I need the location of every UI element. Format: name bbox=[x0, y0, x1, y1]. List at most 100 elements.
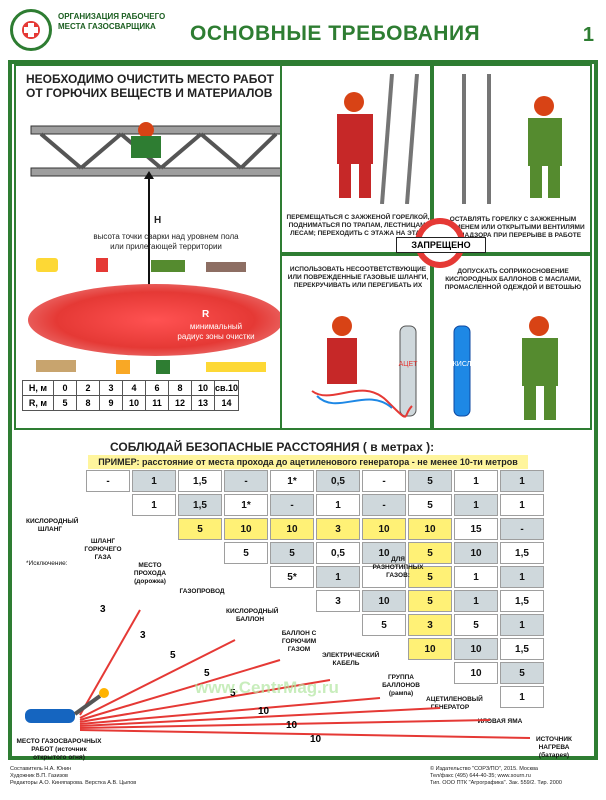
forbidden-text-1: ПЕРЕМЕЩАТЬСЯ С ЗАЖЖЕНОЙ ГОРЕЛКОЙ, ПОДНИМ… bbox=[286, 214, 430, 237]
distance-cell: 1 bbox=[500, 470, 544, 492]
distance-cell: 1 bbox=[500, 686, 544, 708]
table-cell: 10 bbox=[122, 395, 146, 411]
distance-cell: 1,5 bbox=[178, 470, 222, 492]
h-label: Н bbox=[154, 215, 162, 226]
distance-cell: 10 bbox=[454, 662, 498, 684]
table-cell: 14 bbox=[213, 395, 240, 411]
arrow-value: 5 bbox=[204, 668, 210, 679]
distance-cell: 15 bbox=[454, 518, 498, 540]
page-title: ОСНОВНЫЕ ТРЕБОВАНИЯ bbox=[190, 22, 481, 45]
distance-cell: 1,5 bbox=[500, 590, 544, 612]
torch-icon bbox=[25, 688, 109, 723]
table-cell: 11 bbox=[145, 395, 169, 411]
distance-cell: - bbox=[500, 518, 544, 540]
panel-ladder: ПЕРЕМЕЩАТЬСЯ С ЗАЖЖЕНОЙ ГОРЕЛКОЙ, ПОДНИМ… bbox=[280, 64, 432, 254]
distance-cell: 10 bbox=[408, 518, 452, 540]
distance-arrows bbox=[79, 609, 531, 739]
label-silt-pit: ИЛОВАЯ ЯМА bbox=[477, 718, 523, 725]
table-cell: 3 bbox=[99, 380, 123, 396]
table-cell: 8 bbox=[76, 395, 100, 411]
watermark: www.CentrMag.ru bbox=[195, 678, 339, 697]
label-cable: ЭЛЕКТРИЧЕСКИЙ КАБЕЛЬ bbox=[322, 652, 380, 667]
arrow-value: 5 bbox=[170, 650, 176, 661]
distance-cell: 10 bbox=[362, 542, 406, 564]
table-cell: 2 bbox=[76, 380, 100, 396]
distance-cell: 10 bbox=[408, 638, 452, 660]
label-exception: *Исключение: bbox=[26, 560, 68, 567]
table-cell: св.10 bbox=[213, 380, 240, 396]
distance-cell: 1 bbox=[500, 494, 544, 516]
tangled-hoses-illustration: АЦЕТ bbox=[311, 316, 418, 418]
distance-cell: 1* bbox=[224, 494, 268, 516]
distance-cell: 5 bbox=[408, 590, 452, 612]
materials-row bbox=[36, 360, 276, 374]
r-row-label: R, м bbox=[22, 395, 54, 411]
distance-cell: 1 bbox=[132, 494, 176, 516]
table-cell: 13 bbox=[191, 395, 215, 411]
table-cell: 4 bbox=[122, 380, 146, 396]
label-passage: МЕСТО ПРОХОДА (дорожка) bbox=[133, 562, 167, 585]
distance-cell: 1 bbox=[454, 494, 498, 516]
distance-cell: 3 bbox=[408, 614, 452, 636]
org-label: ОРГАНИЗАЦИЯ РАБОЧЕГО МЕСТА ГАЗОСВАРЩИКА bbox=[58, 12, 166, 31]
forbidden-text-3: ИСПОЛЬЗОВАТЬ НЕСООТВЕТСТВУЮЩИЕ ИЛИ ПОВРЕ… bbox=[287, 266, 429, 289]
table-cell: 9 bbox=[99, 395, 123, 411]
distance-cell: 10 bbox=[270, 518, 314, 540]
distance-cell bbox=[362, 566, 406, 588]
panel-hoses: ИСПОЛЬЗОВАТЬ НЕСООТВЕТСТВУЮЩИЕ ИЛИ ПОВРЕ… bbox=[280, 254, 432, 430]
distance-cell: 0,5 bbox=[316, 542, 360, 564]
panel-unattended: ОСТАВЛЯТЬ ГОРЕЛКУ С ЗАЖЖЕННЫМ ПЛАМЕНЕМ И… bbox=[432, 64, 592, 254]
distance-cell: 10 bbox=[224, 518, 268, 540]
distance-cell: 5 bbox=[408, 494, 452, 516]
table-cell: 12 bbox=[168, 395, 192, 411]
arrow-value: 10 bbox=[310, 734, 322, 745]
distance-cell: 5 bbox=[270, 542, 314, 564]
oily-worker-illustration: КИСЛ bbox=[453, 316, 558, 420]
label-heater: ИСТОЧНИК НАГРЕВА (батарея) bbox=[536, 736, 572, 759]
page-number: 1 bbox=[582, 24, 594, 46]
table-cell: 0 bbox=[53, 380, 77, 396]
panel-oil: ДОПУСКАТЬ СОПРИКОСНОВЕНИЕ КИСЛОРОДНЫХ БА… bbox=[432, 254, 592, 430]
arrow-value: 5 bbox=[230, 688, 236, 699]
distance-cell: 10 bbox=[454, 638, 498, 660]
distance-cell: 5 bbox=[454, 614, 498, 636]
distance-cell: 1 bbox=[454, 590, 498, 612]
table-cell: 10 bbox=[191, 380, 215, 396]
welder-leaving-illustration bbox=[462, 74, 562, 204]
distance-cell: 10 bbox=[362, 590, 406, 612]
distance-cell: 5 bbox=[224, 542, 268, 564]
distance-cell: - bbox=[362, 494, 406, 516]
label-cylinder-group: ГРУППА БАЛЛОНОВ (рампа) bbox=[382, 674, 420, 697]
logo-icon bbox=[10, 9, 52, 51]
table-cell: 8 bbox=[168, 380, 192, 396]
label-fuel-cylinder: БАЛЛОН С ГОРЮЧИМ ГАЗОМ bbox=[281, 630, 317, 653]
r-label: R bbox=[202, 309, 210, 320]
distance-cell: 5 bbox=[408, 542, 452, 564]
distance-cell: - bbox=[362, 470, 406, 492]
distance-cell: 1,5 bbox=[178, 494, 222, 516]
header: ОРГАНИЗАЦИЯ РАБОЧЕГО МЕСТА ГАЗОСВАРЩИКА bbox=[6, 6, 600, 54]
distance-cell: - bbox=[224, 470, 268, 492]
distance-cell: 1,5 bbox=[500, 542, 544, 564]
distance-cell: 5* bbox=[270, 566, 314, 588]
distance-cell: 5 bbox=[500, 662, 544, 684]
h-row-label: Н, м bbox=[22, 380, 54, 396]
panel-clean-heading: НЕОБХОДИМО ОЧИСТИТЬ МЕСТО РАБОТ ОТ ГОРЮЧ… bbox=[26, 72, 275, 100]
distance-cell: 1* bbox=[270, 470, 314, 492]
label-for-cylinders: ДЛЯ РАЗНОТИПНЫХ ГАЗОВ: bbox=[372, 556, 424, 579]
distance-cell: 5 bbox=[408, 470, 452, 492]
distance-cell: 1 bbox=[316, 494, 360, 516]
truss-illustration bbox=[30, 122, 282, 177]
distance-cell: 1 bbox=[316, 566, 360, 588]
label-oxygen-cylinder: КИСЛОРОДНЫЙ БАЛЛОН bbox=[226, 608, 279, 623]
arrow-value: 3 bbox=[100, 604, 106, 615]
footer-left: Составитель Н.А. Юнин Художник В.П. Гази… bbox=[10, 766, 137, 786]
distance-cell: 3 bbox=[316, 590, 360, 612]
footer-right: © Издательство "СОРЗ/ПО", 2015. Москва Т… bbox=[430, 766, 562, 786]
distance-cell: - bbox=[86, 470, 130, 492]
label-gas-pipe: ГАЗОПРОВОД bbox=[179, 588, 225, 595]
h-r-table: Н, м 0 2 3 4 6 8 10 св.10 R, м 5 8 9 10 … bbox=[22, 380, 240, 411]
distance-cell: 10 bbox=[454, 542, 498, 564]
distances-title: СОБЛЮДАЙ БЕЗОПАСНЫЕ РАССТОЯНИЯ ( в метра… bbox=[110, 440, 435, 454]
